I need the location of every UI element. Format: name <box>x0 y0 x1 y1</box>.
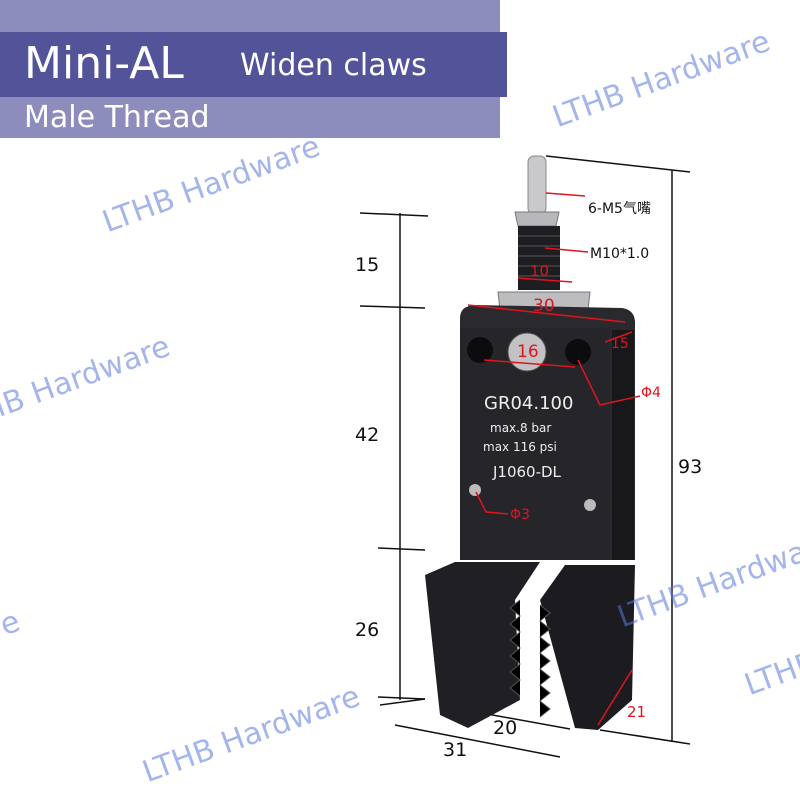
dim-jaw-height: 26 <box>355 619 380 641</box>
thread-callout: M10*1.0 <box>590 246 650 262</box>
dim-fitting-height: 15 <box>355 254 380 276</box>
connection-type: Male Thread <box>24 100 210 135</box>
air-fitting <box>527 155 547 215</box>
dim-pin-dia: Φ3 <box>510 507 530 523</box>
left-jaw <box>425 562 540 728</box>
fitting-callout: 6-M5气嘴 <box>588 201 651 217</box>
part-number: J1060-DL <box>493 463 561 481</box>
pressure-psi: max 116 psi <box>483 440 557 454</box>
dim-hole-dia: Φ4 <box>641 385 661 401</box>
banner-title-bar <box>0 32 507 97</box>
feature-subtitle: Widen claws <box>240 48 427 83</box>
dim-hole-spacing: 16 <box>517 342 539 362</box>
dim-jaw-depth: 21 <box>627 703 647 721</box>
dim-total-height: 93 <box>678 456 703 478</box>
dim-body-width: 30 <box>533 296 555 316</box>
pressure-bar: max.8 bar <box>490 421 552 435</box>
dim-jaw-opening: 20 <box>493 717 518 739</box>
right-jaw <box>540 565 635 730</box>
dim-thread-width: 10 <box>530 262 550 280</box>
dimension-lines <box>359 155 691 758</box>
dim-body-height: 42 <box>355 424 380 446</box>
dim-side-depth: 15 <box>611 336 629 352</box>
model-code: GR04.100 <box>484 393 574 414</box>
red-dimension-lines <box>467 192 641 726</box>
model-title: Mini-AL <box>24 38 184 89</box>
dim-jaw-width: 31 <box>443 739 468 761</box>
